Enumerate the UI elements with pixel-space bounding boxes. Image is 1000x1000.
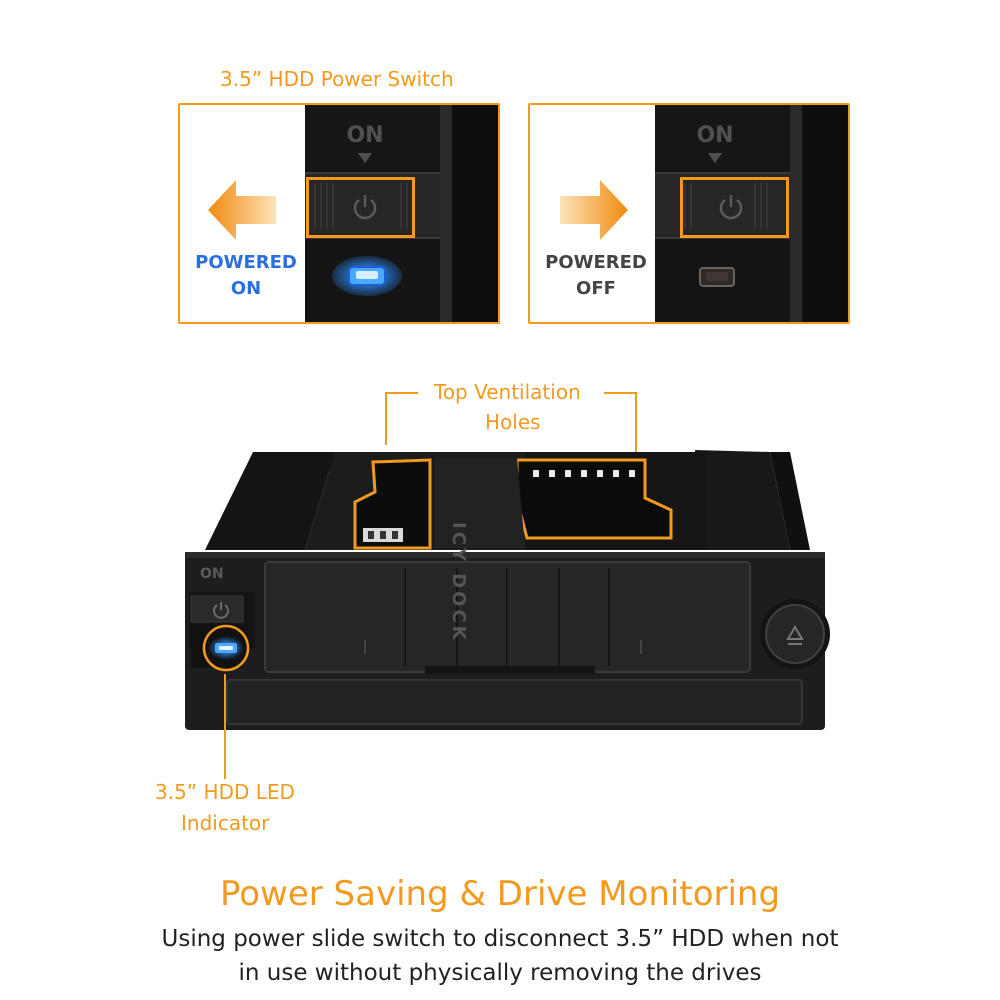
vents-callout-line1: Top Ventilation (434, 380, 581, 404)
led-indicator-off (699, 267, 735, 287)
led-callout-line2: Indicator (181, 811, 270, 835)
power-switch-highlight[interactable] (306, 177, 416, 239)
switch-down-arrow-icon (708, 153, 722, 163)
power-icon (353, 195, 377, 220)
brand-logo: ICY DOCK (448, 522, 469, 643)
vents-callout-lines (385, 392, 637, 460)
device-closeup: ON (305, 105, 498, 322)
power-switch-highlight[interactable] (680, 177, 790, 239)
switch-down-arrow-icon (358, 153, 372, 163)
switch-grip (684, 183, 768, 229)
arrow-left-icon (208, 180, 276, 240)
arrow-right-icon (560, 180, 628, 240)
powered-on-panel: POWERED ON ON (178, 103, 500, 324)
switch-on-label: ON (346, 123, 384, 148)
enclosure-switch-on-label: ON (200, 566, 224, 582)
power-switch-title: 3.5” HDD Power Switch (220, 67, 454, 91)
description-line2: in use without physically removing the d… (238, 960, 762, 986)
switch-on-label: ON (696, 123, 734, 148)
vents-callout-line2: Holes (485, 410, 541, 434)
led-callout-line1: 3.5” HDD LED (155, 780, 295, 804)
powered-off-panel: POWERED OFF ON (528, 103, 850, 324)
vent-holes (533, 470, 635, 477)
drive-enclosure (185, 450, 830, 730)
device-closeup: ON (655, 105, 848, 322)
led-callout-line (224, 674, 226, 779)
page-heading: Power Saving & Drive Monitoring (219, 874, 781, 914)
enclosure-led-indicator (202, 624, 250, 672)
led-indicator-on (332, 256, 402, 296)
description-line1: Using power slide switch to disconnect 3… (161, 926, 839, 952)
enclosure-power-icon (213, 602, 229, 619)
powered-on-label: POWERED ON (195, 252, 297, 299)
powered-off-label: POWERED OFF (545, 252, 647, 299)
power-icon (719, 195, 743, 220)
